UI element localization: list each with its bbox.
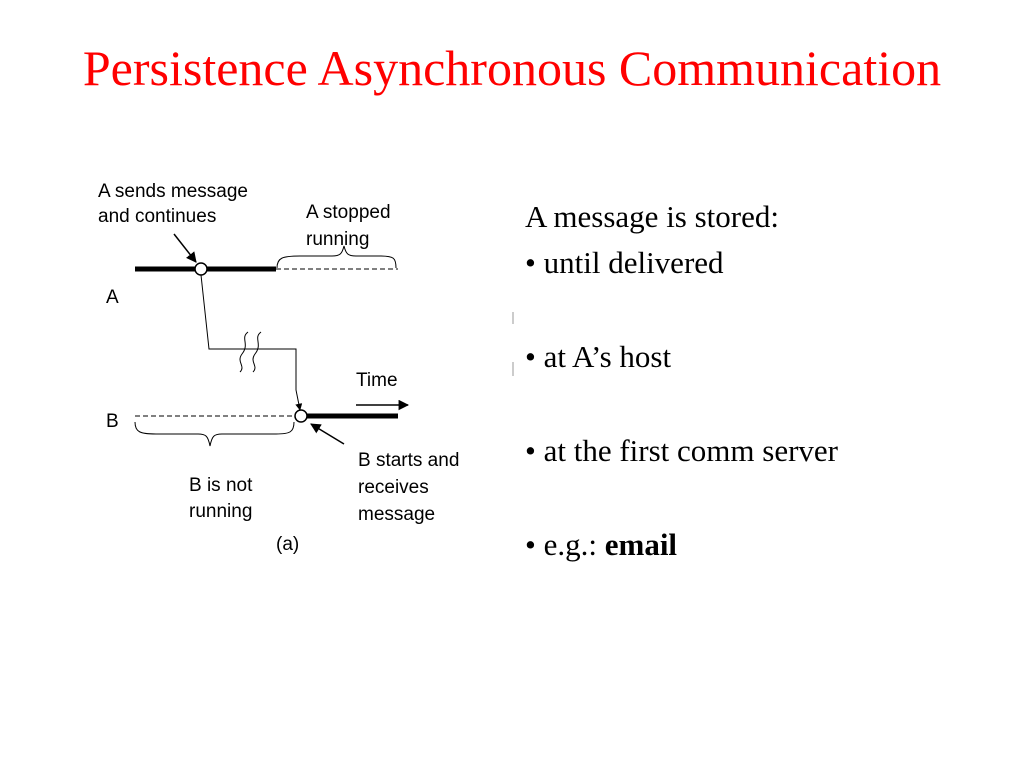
bullet-spacer xyxy=(525,286,1005,334)
a-send-pointer-arrow xyxy=(173,233,197,263)
diagram-caption: (a) xyxy=(276,534,299,555)
time-label: Time xyxy=(356,370,398,391)
b-receive-point xyxy=(294,409,308,423)
a-sends-label-line1: A sends message xyxy=(98,181,248,202)
time-gap-mark-left xyxy=(239,331,249,373)
time-gap-mark-right xyxy=(252,331,262,373)
b-not-running-label-line1: B is not xyxy=(189,475,253,496)
b-not-running-label-line2: running xyxy=(189,501,252,522)
a-sends-label-line2: and continues xyxy=(98,206,216,227)
bullet-marker: • xyxy=(525,339,536,374)
bullet-list: A message is stored: • until delivered •… xyxy=(525,194,1005,568)
b-not-running-brace xyxy=(134,421,295,447)
bullet-marker: • xyxy=(525,433,536,468)
persistent-async-diagram: A sends message and continues A stopped … xyxy=(98,181,459,555)
bullet-example-prefix: e.g.: xyxy=(543,527,597,562)
bullet-example-emphasis: email xyxy=(604,527,678,562)
bullet-text: at the first comm server xyxy=(543,433,839,468)
b-starts-label-line3: message xyxy=(358,504,435,525)
a-stopped-brace xyxy=(276,245,397,269)
b-receive-pointer-arrow xyxy=(310,423,345,445)
slide-title: Persistence Asynchronous Communication xyxy=(82,40,942,96)
bullet-spacer xyxy=(525,474,1005,522)
bullet-text: until delivered xyxy=(543,245,724,280)
divider-mark-upper xyxy=(512,312,514,324)
bullet-item-example: • e.g.: email xyxy=(525,522,1005,568)
divider-mark-lower xyxy=(512,362,514,376)
b-starts-label-line1: B starts and xyxy=(358,450,459,471)
a-send-point xyxy=(194,262,208,276)
bullet-spacer xyxy=(525,380,1005,428)
bullet-marker: • xyxy=(525,527,536,562)
a-stopped-label-line2: running xyxy=(306,229,369,250)
bullet-item-first-comm-server: • at the first comm server xyxy=(525,428,1005,474)
message-path xyxy=(200,274,303,411)
b-starts-label-line2: receives xyxy=(358,477,429,498)
bullet-item-at-a-host: • at A’s host xyxy=(525,334,1005,380)
process-a-label: A xyxy=(106,287,119,308)
bullet-item-until-delivered: • until delivered xyxy=(525,240,1005,286)
a-stopped-label-line1: A stopped xyxy=(306,202,391,223)
bullet-heading: A message is stored: xyxy=(525,199,779,234)
process-b-label: B xyxy=(106,411,119,432)
bullet-marker: • xyxy=(525,245,536,280)
bullet-text: at A’s host xyxy=(543,339,672,374)
